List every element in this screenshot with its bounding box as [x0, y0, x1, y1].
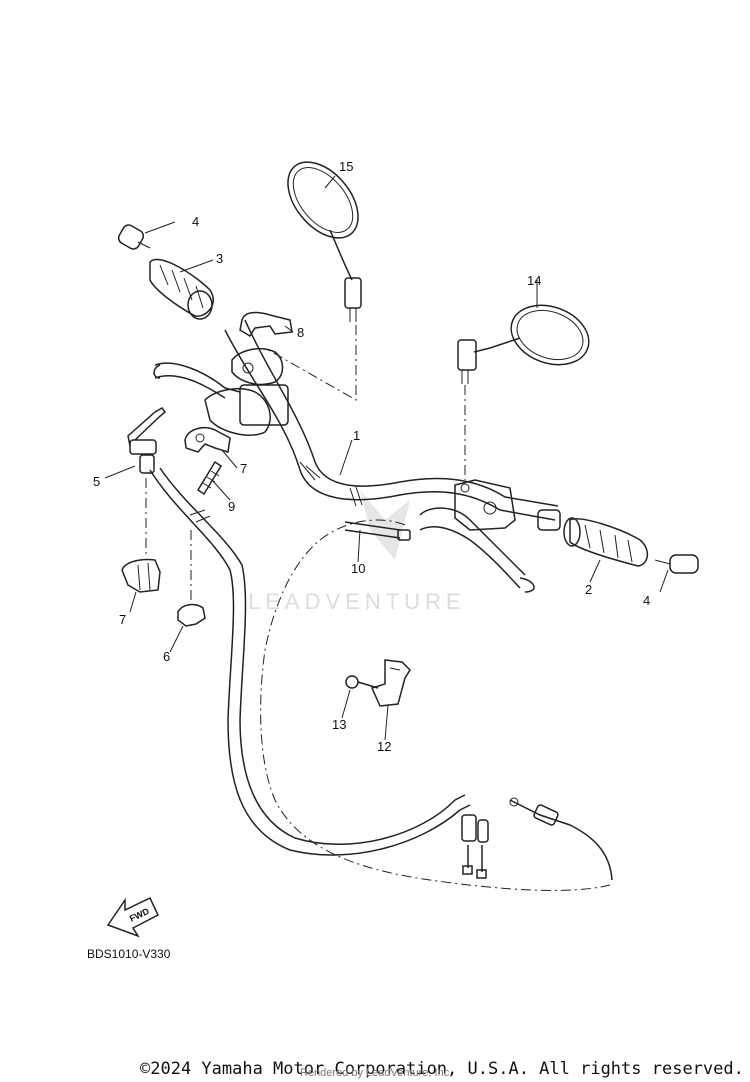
right-bar-end[interactable]: [654, 554, 699, 574]
callout-8: 7: [240, 461, 247, 476]
holder-6[interactable]: [177, 603, 206, 627]
clutch-cable-11[interactable]: [260, 519, 611, 891]
fwd-arrow: FWD: [106, 896, 159, 938]
callout-13: 13: [332, 717, 346, 732]
left-grip[interactable]: [149, 259, 215, 320]
screw-10[interactable]: [196, 460, 223, 496]
watermark-text: LEADVENTURE: [248, 589, 466, 614]
callout-9: 8: [297, 325, 304, 340]
callout-15: 15: [339, 159, 353, 174]
rendered-by-credit: Rendered by LeadVenture, Inc.: [300, 1067, 453, 1079]
holder-9[interactable]: [239, 311, 293, 338]
callout-labels: 4 3 8 15 14 1 7 5 9 10 2 4 7 6 13 12: [93, 159, 650, 754]
callout-6: 6: [163, 649, 170, 664]
bolt-13[interactable]: [345, 675, 379, 689]
callout-4-left: 4: [192, 214, 199, 229]
callout-3: 3: [216, 251, 223, 266]
right-grip[interactable]: [563, 517, 649, 567]
alignment-lines: [145, 325, 466, 605]
cable-ends[interactable]: [461, 797, 613, 881]
right-lever-assembly[interactable]: [419, 479, 535, 593]
bracket-12[interactable]: [370, 659, 411, 707]
copyright-notice: ©2024 Yamaha Motor Corporation, U.S.A. A…: [140, 1059, 744, 1079]
left-lever-assembly[interactable]: [153, 348, 289, 436]
left-mirror-15[interactable]: [274, 149, 372, 322]
watermark: LEADVENTURE: [248, 490, 466, 614]
left-bar-end[interactable]: [116, 223, 151, 251]
callout-5: 5: [93, 474, 100, 489]
callout-1: 1: [353, 428, 360, 443]
callout-14: 14: [527, 273, 541, 288]
diagram-code: BDS1010-V330: [87, 947, 171, 961]
callout-11: 10: [351, 561, 365, 576]
clamp-7[interactable]: [121, 558, 161, 593]
callout-2: 2: [585, 582, 592, 597]
leader-lines: [104, 175, 669, 741]
right-mirror-14[interactable]: [457, 295, 597, 384]
cable-bracket-5[interactable]: [127, 407, 167, 474]
handlebar[interactable]: [224, 319, 561, 531]
throttle-cables[interactable]: [149, 467, 471, 856]
callout-12: 12: [377, 739, 391, 754]
holder-8[interactable]: [184, 427, 231, 453]
callout-4-right: 4: [643, 593, 650, 608]
callout-10: 9: [228, 499, 235, 514]
callout-7: 7: [119, 612, 126, 627]
